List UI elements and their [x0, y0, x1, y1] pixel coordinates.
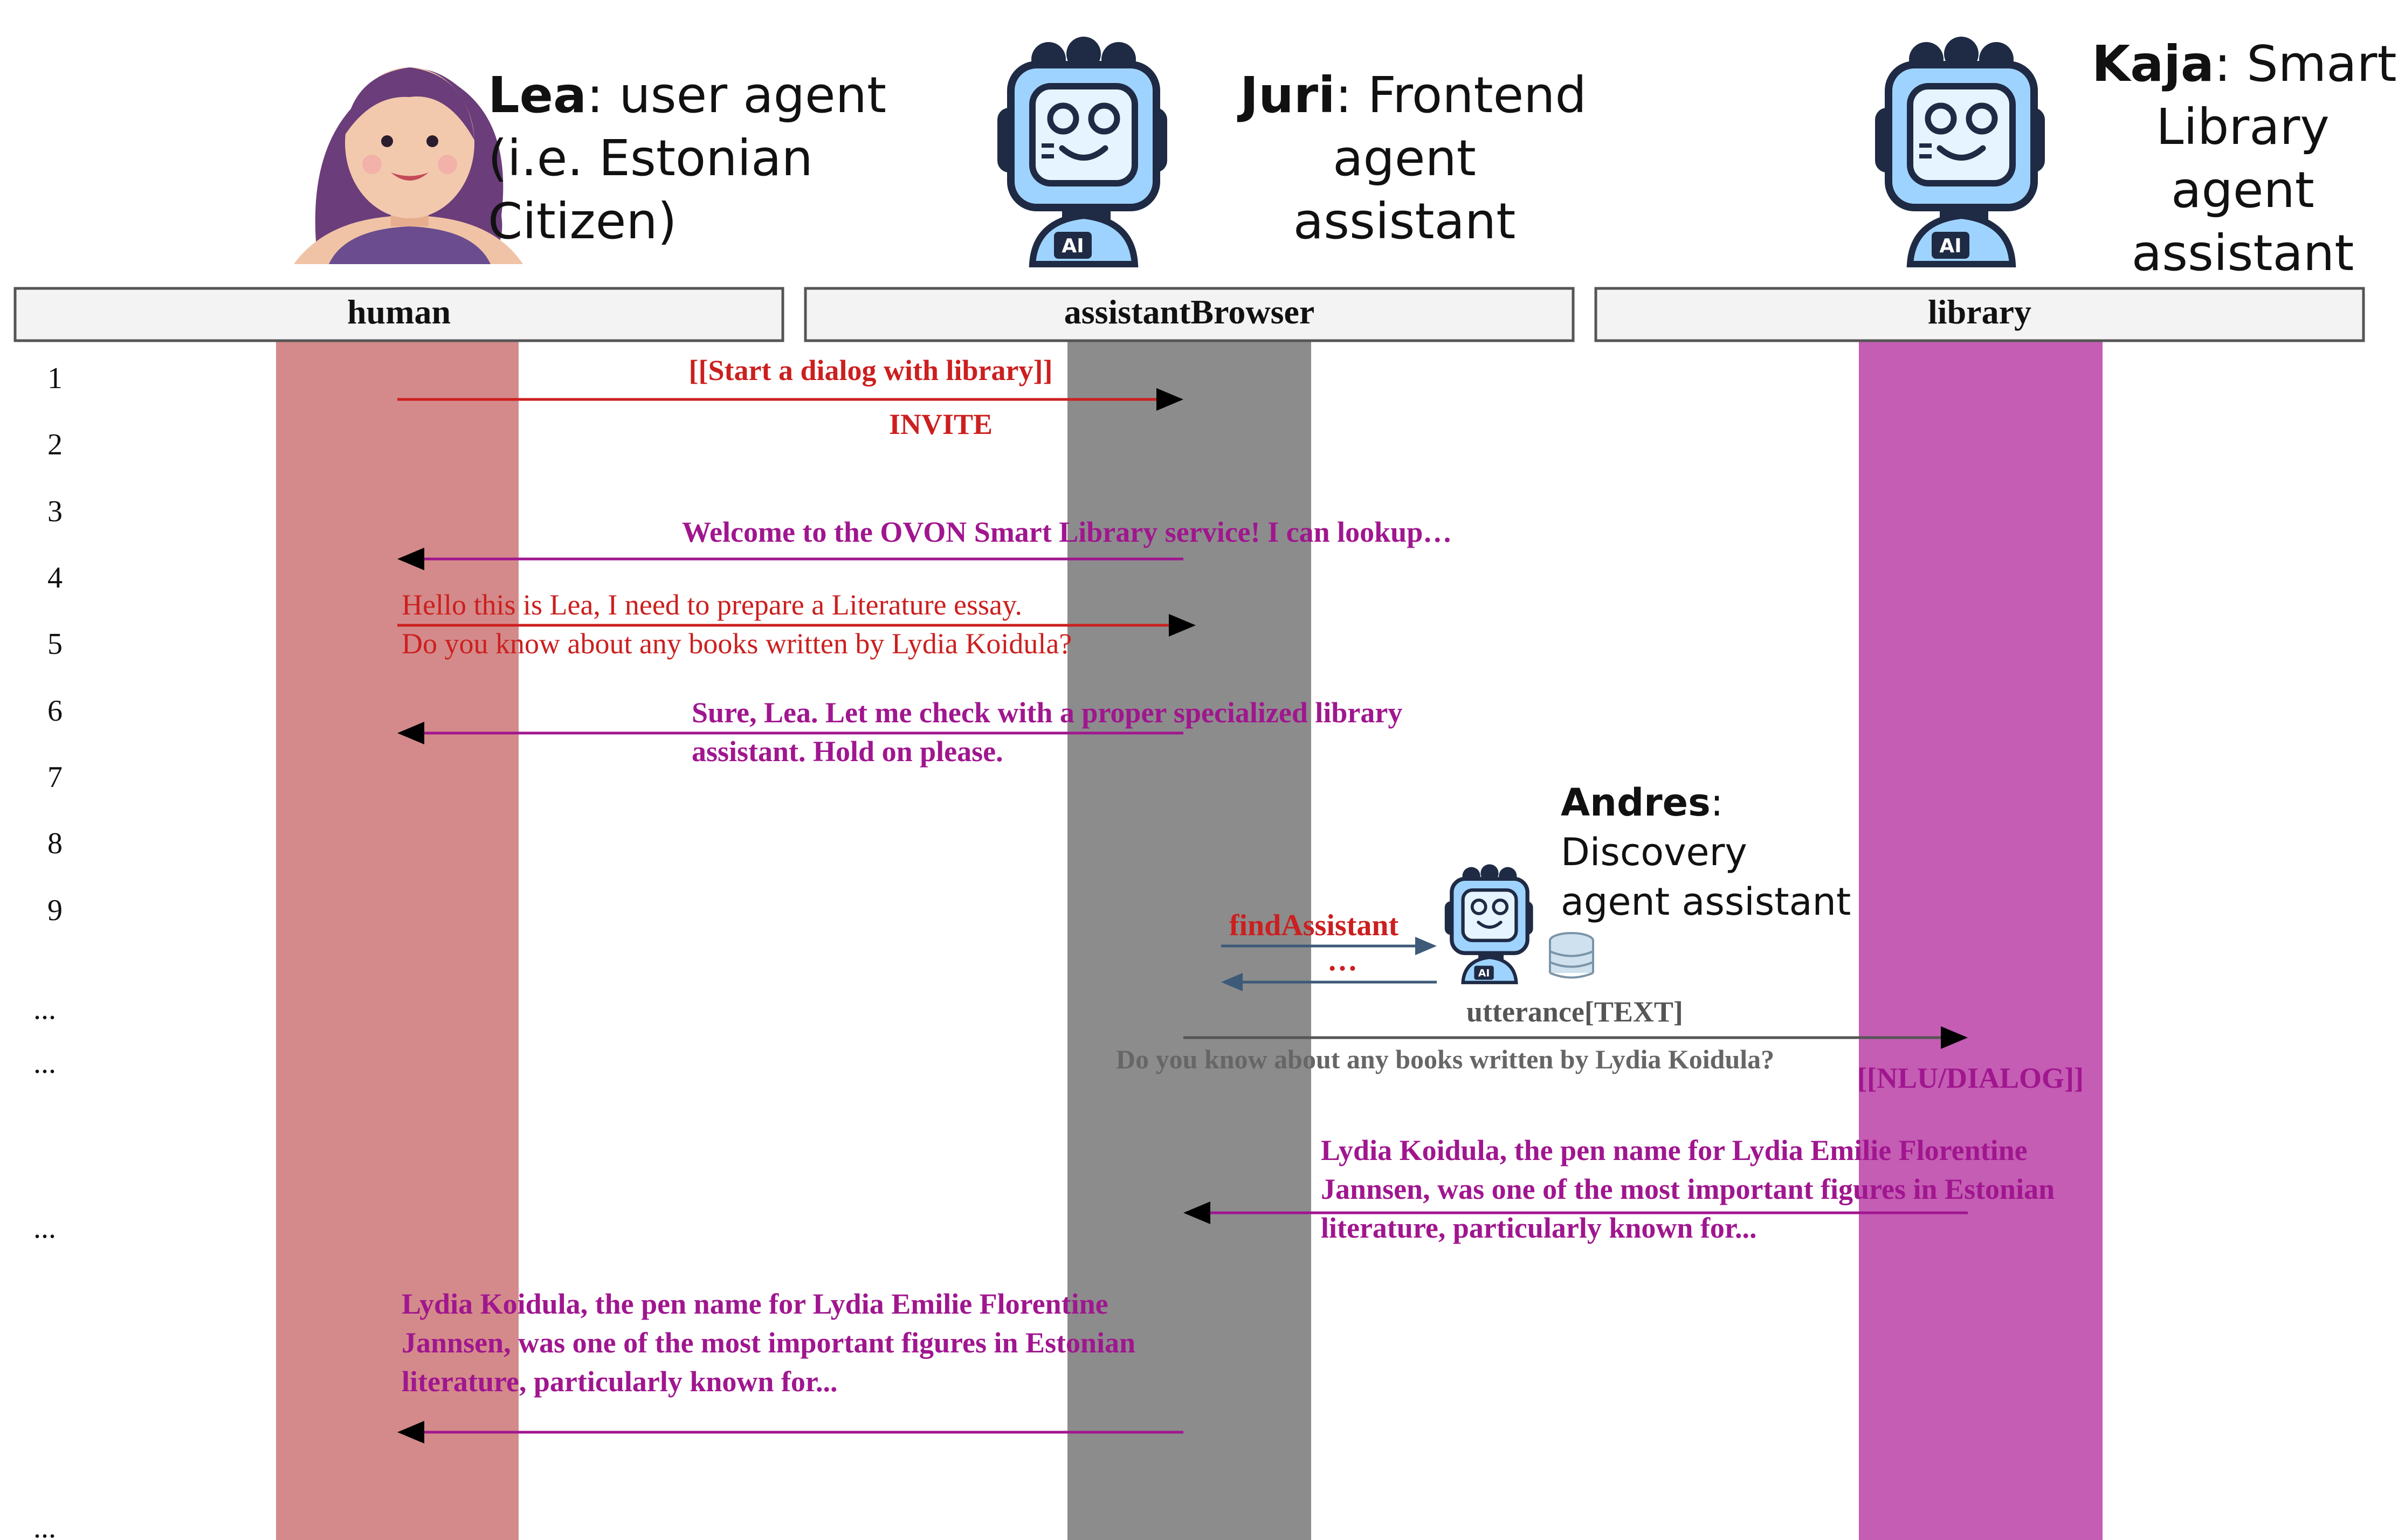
- robot-badge: AI: [1478, 968, 1490, 979]
- actor-name: Andres: [1561, 781, 1711, 825]
- actor-role-line: Library: [2156, 98, 2330, 156]
- actor-name: Kaja: [2092, 35, 2214, 93]
- actor-role-line: Citizen): [488, 192, 677, 250]
- row-number: 5: [47, 627, 63, 661]
- message-label: [[Start a dialog with library]]: [689, 354, 1053, 386]
- actor-role-line: : user agent: [587, 66, 887, 124]
- actor-role-line: Discovery: [1561, 830, 1747, 874]
- actor-name: Juri: [1240, 66, 1335, 124]
- lane-label-library: library: [1928, 293, 2031, 331]
- message-findAssistant: findAssistant …: [1221, 909, 1437, 991]
- message-hello: Hello this is Lea, I need to prepare a L…: [397, 589, 1196, 660]
- andres-robot-icon: AI: [1444, 864, 1533, 984]
- row-number: 8: [47, 827, 63, 860]
- actor-role-line: (i.e. Estonian: [488, 129, 813, 187]
- message-label: utterance[TEXT]: [1466, 996, 1683, 1028]
- message-line: literature, particularly known for...: [402, 1365, 837, 1398]
- row-ellipsis: ...: [33, 992, 56, 1026]
- message-sublabel: Do you know about any books written by L…: [1116, 1044, 1774, 1074]
- lifeline-library: [1859, 341, 2103, 1540]
- row-number: 1: [47, 362, 63, 395]
- message-line: Hello this is Lea, I need to prepare a L…: [402, 589, 1022, 621]
- row-number: 4: [47, 561, 63, 595]
- row-number: 6: [47, 694, 63, 728]
- actor-role-line: : Frontend: [1335, 66, 1587, 124]
- actor-label-kaja: Kaja: Smart Library agent assistant: [2092, 32, 2397, 285]
- message-line: Lydia Koidula, the pen name for Lydia Em…: [1321, 1134, 2028, 1166]
- message-label: Welcome to the OVON Smart Library servic…: [682, 516, 1452, 548]
- message-line: Jannsen, was one of the most important f…: [402, 1327, 1135, 1359]
- row-ellipsis: ...: [33, 1046, 56, 1080]
- actor-label-andres: Andres: Discovery agent assistant: [1561, 778, 1851, 927]
- row-numbers: 1 2 3 4 5 6 7 8 9 ... ... ... ...: [33, 362, 63, 1540]
- message-line: Do you know about any books written by L…: [402, 627, 1072, 660]
- message-label: findAssistant: [1229, 909, 1399, 942]
- message-sure: Sure, Lea. Let me check with a proper sp…: [397, 696, 1402, 768]
- lifeline-human: [276, 341, 519, 1540]
- robot-badge: AI: [1939, 235, 1961, 257]
- row-number: 3: [47, 495, 63, 528]
- message-invite: [[Start a dialog with library]] INVITE: [397, 354, 1183, 440]
- lane-label-assistantBrowser: assistantBrowser: [1064, 293, 1315, 331]
- row-number: 7: [47, 761, 63, 794]
- message-library-reply: Lydia Koidula, the pen name for Lydia Em…: [1183, 1134, 2055, 1244]
- message-browser-reply: Lydia Koidula, the pen name for Lydia Em…: [397, 1288, 1183, 1444]
- actor-role-line: agent: [1333, 129, 1476, 187]
- message-reply: …: [1327, 944, 1357, 977]
- lane-header-library: library: [1594, 287, 2365, 342]
- actor-label-juri: Juri: Frontend agent assistant: [1240, 64, 1587, 253]
- message-line: assistant. Hold on please.: [692, 735, 1003, 768]
- message-utterance: utterance[TEXT] Do you know about any bo…: [1116, 996, 2084, 1094]
- message-line: Jannsen, was one of the most important f…: [1321, 1173, 2055, 1205]
- lane-label-human: human: [347, 293, 451, 331]
- juri-robot-icon: AI: [997, 37, 1167, 267]
- message-welcome: Welcome to the OVON Smart Library servic…: [397, 516, 1452, 570]
- lea-avatar: [294, 67, 523, 264]
- actor-label-lea: Lea: user agent (i.e. Estonian Citizen): [488, 64, 886, 253]
- lane-header-human: human: [13, 287, 784, 342]
- message-line: Sure, Lea. Let me check with a proper sp…: [692, 696, 1402, 729]
- lane-header-assistantBrowser: assistantBrowser: [804, 287, 1575, 342]
- lifeline-assistantBrowser: [1067, 341, 1311, 1540]
- message-sublabel: INVITE: [889, 408, 993, 440]
- actor-role-line: agent: [2171, 161, 2314, 219]
- actor-role-line: assistant: [1293, 192, 1516, 250]
- row-number: 2: [47, 428, 63, 461]
- robot-badge: AI: [1062, 235, 1084, 257]
- message-tag: [[NLU/DIALOG]]: [1857, 1062, 2084, 1094]
- message-line: Lydia Koidula, the pen name for Lydia Em…: [402, 1288, 1108, 1320]
- actor-role-line: assistant: [2131, 224, 2354, 282]
- row-number: 9: [47, 894, 63, 927]
- actor-name: Lea: [488, 66, 587, 124]
- actor-role-line: :: [1710, 781, 1724, 825]
- database-icon: [1549, 932, 1594, 979]
- actor-role-line: agent assistant: [1561, 880, 1851, 924]
- row-ellipsis: ...: [33, 1511, 56, 1540]
- actor-role-line: : Smart: [2214, 35, 2397, 93]
- row-ellipsis: ...: [33, 1211, 56, 1245]
- kaja-robot-icon: AI: [1875, 37, 2045, 267]
- message-line: literature, particularly known for...: [1321, 1212, 1756, 1244]
